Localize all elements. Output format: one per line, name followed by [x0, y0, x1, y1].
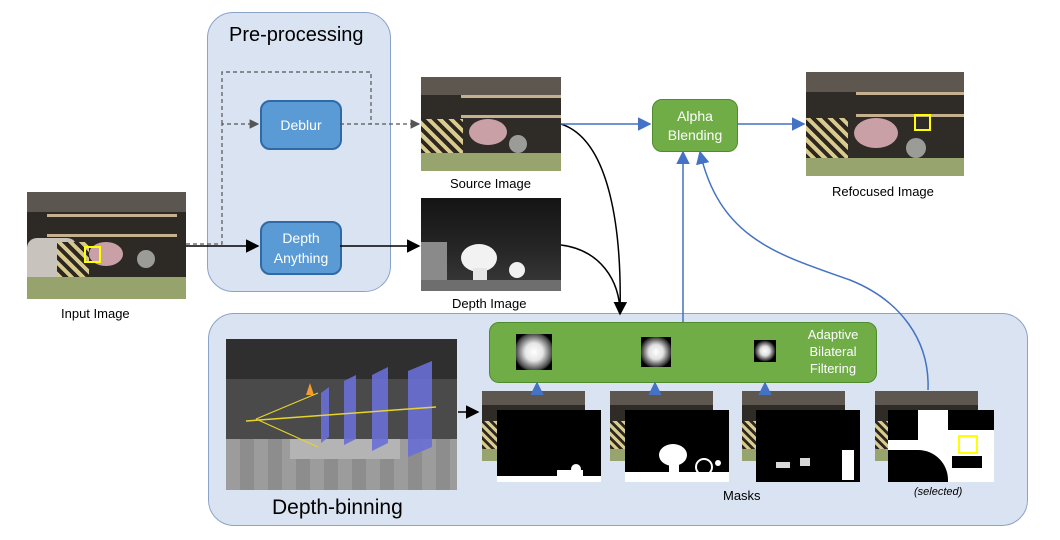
source-to-binning — [560, 123, 628, 316]
depth-image-caption: Depth Image — [452, 296, 527, 311]
abf-node: Adaptive Bilateral Filtering — [489, 322, 877, 383]
selected-caption: (selected) — [914, 486, 963, 498]
input-image — [27, 192, 186, 299]
abf-kernel-small — [754, 340, 776, 362]
abf-kernel-large — [516, 334, 552, 370]
abf-label-3: Filtering — [809, 361, 857, 376]
refocus-marker — [914, 114, 931, 131]
abf-label-1: Adaptive — [807, 327, 859, 342]
abf-kernel-medium — [641, 337, 671, 367]
alpha-blending-label-2: Blending — [667, 126, 723, 143]
source-image — [421, 77, 561, 171]
depth-anything-label-2: Anything — [273, 250, 329, 266]
mask-1 — [497, 410, 601, 482]
selected-marker — [958, 435, 978, 454]
input-image-caption: Input Image — [61, 306, 130, 321]
refocused-image-caption: Refocused Image — [832, 184, 934, 199]
depth-binning-scene — [226, 339, 457, 490]
depth-anything-node: Depth Anything — [260, 221, 342, 275]
mask-2 — [625, 410, 729, 482]
deblur-node: Deblur — [260, 100, 342, 150]
abf-label-2: Bilateral — [809, 344, 857, 359]
depth-anything-label-1: Depth — [282, 230, 320, 246]
depth-image — [421, 198, 561, 291]
alpha-blending-label-1: Alpha — [677, 107, 713, 124]
preprocessing-title: Pre-processing — [229, 24, 364, 46]
mask-4-selected — [888, 410, 994, 482]
source-image-caption: Source Image — [450, 176, 531, 191]
masks-caption: Masks — [723, 488, 761, 503]
depth-binning-title: Depth-binning — [272, 496, 403, 519]
refocused-image — [806, 72, 964, 176]
focus-marker — [84, 246, 101, 263]
depth-to-binning — [560, 244, 621, 315]
alpha-blending-node: Alpha Blending — [652, 99, 738, 152]
mask-3 — [756, 410, 860, 482]
